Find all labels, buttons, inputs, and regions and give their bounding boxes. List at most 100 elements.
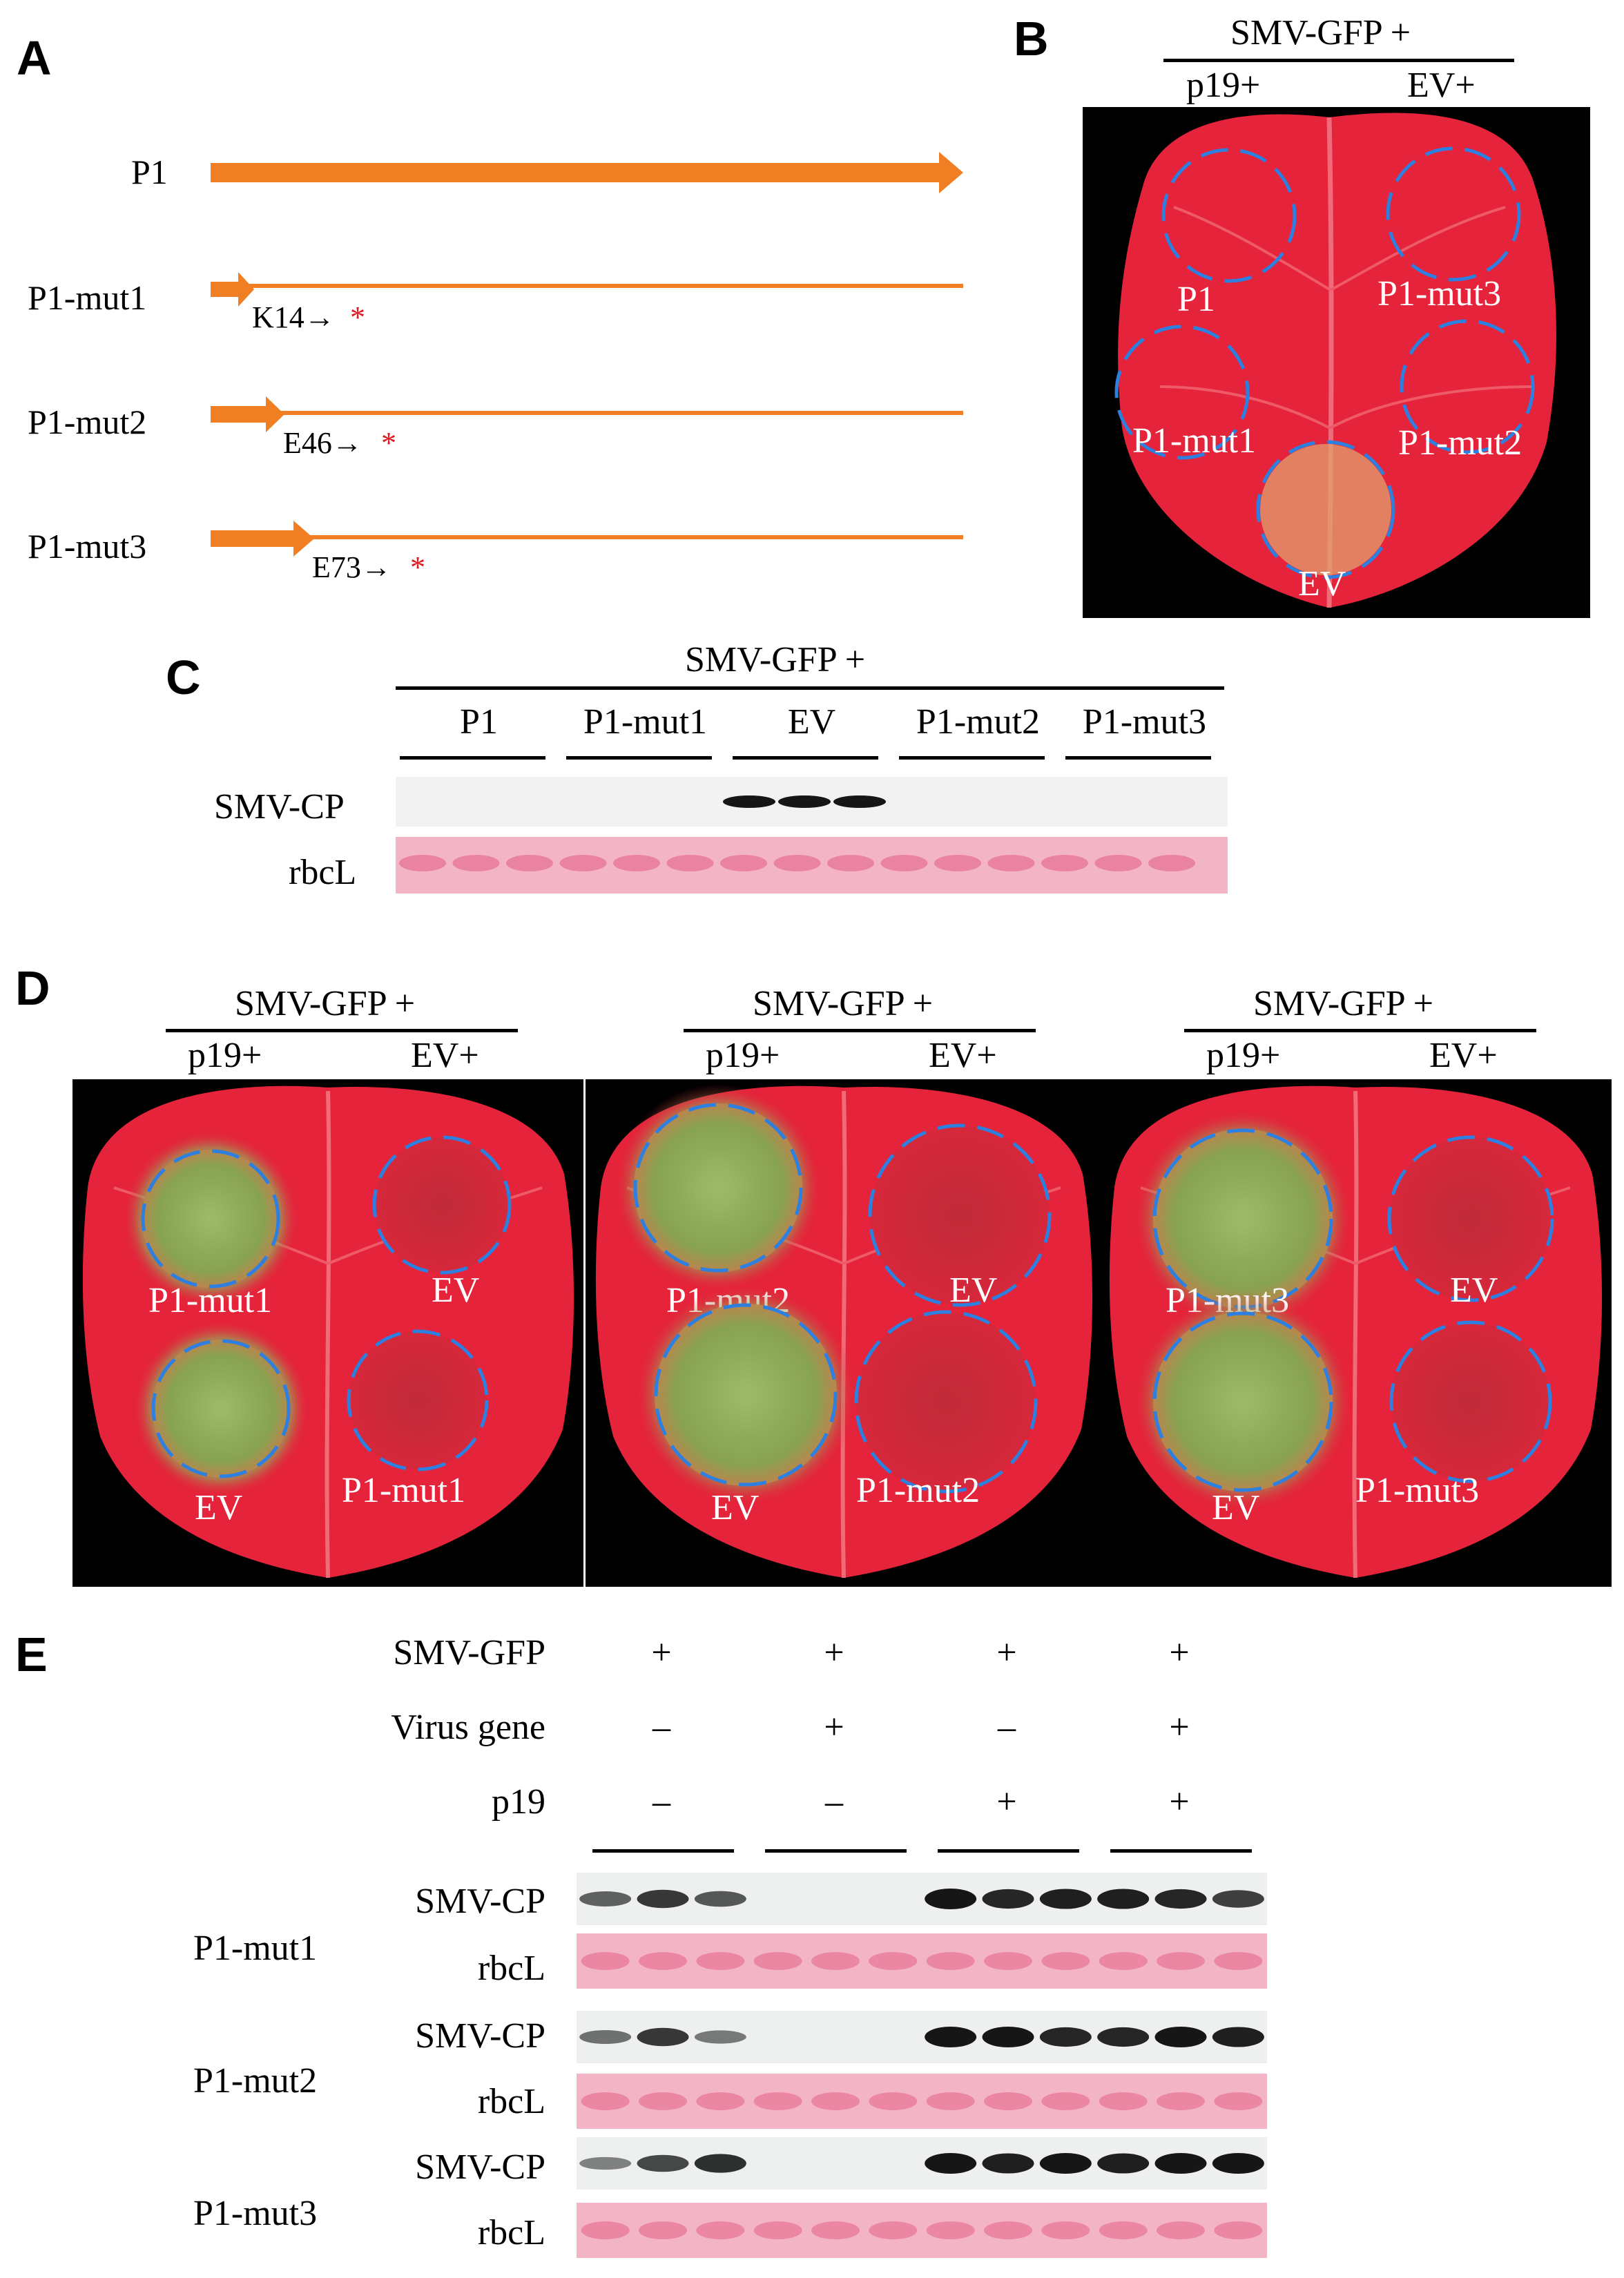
leaf-photo-d: SMV-GFP +p19+EV+P1-mut2EVEVP1-mut2 xyxy=(586,984,1102,1587)
construct-p1-mut2: P1-mut2 E46→ * xyxy=(28,396,963,460)
cp-band xyxy=(982,1889,1034,1909)
rbcl-band xyxy=(926,1952,975,1970)
cp-band xyxy=(982,2153,1034,2174)
rbcl-band xyxy=(753,1952,802,1970)
leaf-vein xyxy=(1159,206,1534,429)
leaf-photo-b: P1 P1-mut3 P1-mut1 P1-mut2 EV xyxy=(1083,107,1590,618)
rbcl-band xyxy=(696,2092,745,2110)
header-rule xyxy=(166,1029,518,1032)
blot-row-label: SMV-CP xyxy=(214,787,345,827)
treatment-label: p19 xyxy=(492,1782,545,1822)
header-rule xyxy=(1163,59,1514,62)
truncated-arrow xyxy=(211,396,284,432)
gfp-fluorescence xyxy=(655,1304,837,1486)
blot-row-label: rbcL xyxy=(478,2082,545,2121)
cp-band xyxy=(579,2156,632,2170)
lane-group-rule xyxy=(592,1849,734,1853)
western-blots: P1-mut1SMV-CPrbcLP1-mut2SMV-CPrbcLP1-mut… xyxy=(193,1873,1267,2258)
cp-band xyxy=(1097,1889,1150,1909)
spot-label: EV xyxy=(949,1271,997,1310)
rbcl-band xyxy=(639,1952,687,1970)
cp-band xyxy=(637,2154,689,2172)
panel-e-letter: E xyxy=(15,1628,48,1681)
spot-label: EV xyxy=(711,1488,759,1527)
rbcl-band xyxy=(696,2221,745,2239)
cp-band xyxy=(1039,2027,1092,2047)
cp-band xyxy=(833,795,886,808)
treatment-sign: + xyxy=(996,1633,1016,1672)
rbcl-band xyxy=(506,855,553,871)
construct-label: P1-mut3 xyxy=(28,527,146,566)
rbcl-band xyxy=(720,855,767,871)
stop-star: * xyxy=(410,550,425,584)
rbcl-band xyxy=(811,2221,860,2239)
cp-band xyxy=(925,1889,977,1909)
stop-star: * xyxy=(350,300,365,334)
rbcl-band xyxy=(639,2092,687,2110)
header-rule xyxy=(396,686,1224,690)
treatment-table: SMV-GFP++++Virus gene–+–+p19––++ xyxy=(391,1633,1252,1853)
rbcl-stain xyxy=(577,2074,1267,2129)
gfp-fluorescence xyxy=(1153,1129,1333,1309)
ev-label: EV+ xyxy=(411,1036,479,1075)
spot-label: EV xyxy=(1298,564,1346,604)
spot-label: EV xyxy=(1450,1271,1498,1310)
treatment-sign: – xyxy=(824,1782,844,1822)
leaf-photo-d: SMV-GFP +p19+EV+P1-mut3EVEVP1-mut3 xyxy=(1099,984,1612,1587)
rbcl-band xyxy=(1099,2092,1148,2110)
smv-cp-bands xyxy=(723,795,886,808)
rbcl-band xyxy=(1041,1952,1090,1970)
rbcl-band xyxy=(1041,2092,1090,2110)
infiltration-circle xyxy=(654,1303,838,1487)
rbcl-band xyxy=(1214,1952,1263,1970)
rbcl-band xyxy=(1214,2221,1263,2239)
rbcl-band xyxy=(1214,2092,1263,2110)
p19-label: p19+ xyxy=(1186,66,1260,105)
rbcl-band xyxy=(1094,855,1142,871)
smv-cp-blot xyxy=(577,1873,1267,1925)
spot-label: P1-mut2 xyxy=(856,1471,980,1510)
rbcl-band xyxy=(613,855,660,871)
treatment-sign: – xyxy=(652,1708,671,1747)
blot-row-label: SMV-CP xyxy=(415,2016,545,2056)
rbcl-band xyxy=(984,1952,1032,1970)
cp-band xyxy=(1097,2027,1150,2047)
treatment-sign: + xyxy=(1169,1782,1189,1822)
smv-cp-blot xyxy=(577,2011,1267,2063)
rbcl-band xyxy=(1157,2221,1205,2239)
rbcl-band xyxy=(753,2092,802,2110)
header-rule xyxy=(1184,1029,1536,1032)
construct-label: P1-mut1 xyxy=(28,278,146,317)
rbcl-band xyxy=(452,855,500,871)
rbcl-band xyxy=(773,855,821,871)
rbcl-band xyxy=(926,2092,975,2110)
panel-c-header: SMV-GFP + xyxy=(685,640,865,679)
rbcl-bands xyxy=(399,855,1195,871)
infiltration-circle xyxy=(633,1103,803,1273)
treatment-sign: + xyxy=(1169,1633,1189,1672)
rbcl-band xyxy=(984,2092,1032,2110)
mutation-label: E46→ xyxy=(283,426,362,460)
cp-band xyxy=(1154,1889,1207,1909)
cp-band xyxy=(579,1891,632,1907)
untranslated-line xyxy=(249,284,963,288)
suppressed-spot xyxy=(856,1312,1036,1492)
ev-infection-area xyxy=(1260,444,1391,575)
treatment-sign: – xyxy=(652,1782,671,1822)
spot-label: P1-mut1 xyxy=(342,1471,465,1510)
lane-group-label: P1-mut1 xyxy=(583,702,707,742)
mutation-label: E73→ xyxy=(312,550,392,584)
infiltration-circle xyxy=(1161,148,1297,283)
panel-d-letter: D xyxy=(15,961,50,1015)
rbcl-band xyxy=(581,2221,630,2239)
rbcl-band xyxy=(1148,855,1195,871)
treatment-sign: – xyxy=(997,1708,1016,1747)
construct-label: P1-mut2 xyxy=(28,403,146,441)
mutation-label: K14→ xyxy=(252,300,335,334)
rbcl-band xyxy=(934,855,981,871)
rbcl-band xyxy=(639,2221,687,2239)
infiltration-circle xyxy=(151,1339,291,1478)
treatment-label: SMV-GFP xyxy=(393,1633,545,1672)
